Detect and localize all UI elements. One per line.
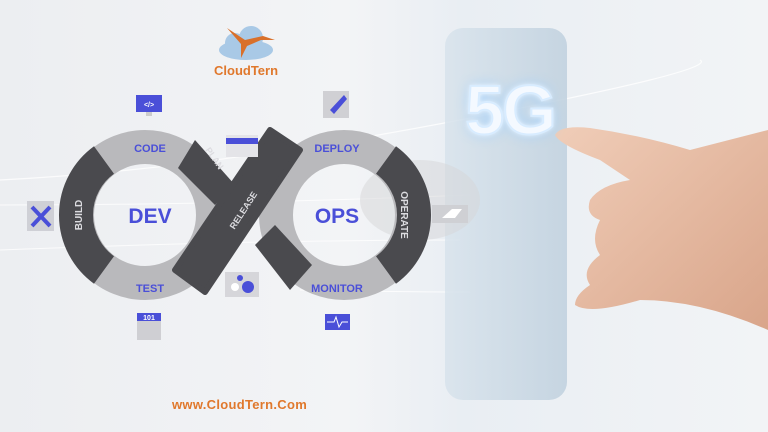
rocket-icon xyxy=(323,91,349,118)
cloudtern-logo-icon xyxy=(219,26,275,60)
website-url[interactable]: www.CloudTern.Com xyxy=(172,397,308,412)
code-icon-text: </> xyxy=(144,102,154,109)
5g-text: 5G xyxy=(464,70,557,150)
stage-build: BUILD xyxy=(74,200,85,231)
devops-infinity-diagram: CODE TEST DEPLOY MONITOR DEV OPS BUILD O… xyxy=(27,91,468,340)
table-101-icon: 101 xyxy=(137,313,161,340)
heartbeat-monitor-icon xyxy=(325,314,350,330)
stage-code: CODE xyxy=(134,143,166,155)
test-icon-text: 101 xyxy=(143,315,155,322)
logo-name: CloudTern xyxy=(214,63,279,78)
dev-label: DEV xyxy=(128,205,171,228)
stage-monitor: MONITOR xyxy=(311,283,363,295)
stage-test: TEST xyxy=(136,283,164,295)
tools-icon xyxy=(27,201,54,231)
code-monitor-icon: </> xyxy=(136,95,162,116)
chat-icon xyxy=(432,205,468,223)
gears-icon xyxy=(225,272,259,297)
stage-deploy: DEPLOY xyxy=(314,143,360,155)
stage-operate: OPERATE xyxy=(398,191,409,239)
phone xyxy=(445,28,567,400)
hand xyxy=(555,127,768,330)
ops-label: OPS xyxy=(315,205,359,228)
calendar-icon xyxy=(226,135,258,157)
